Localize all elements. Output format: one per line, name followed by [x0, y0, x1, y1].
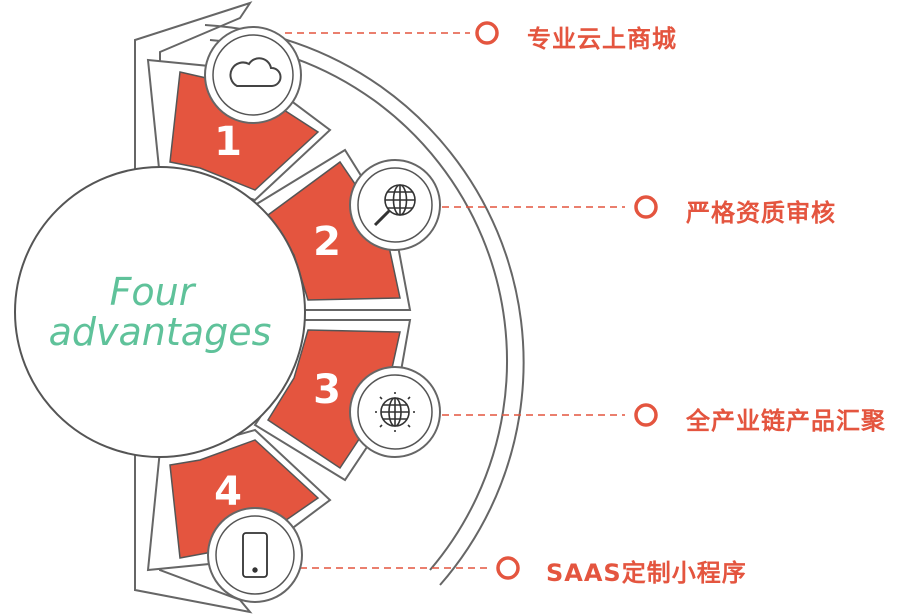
mobile-phone-icon: [242, 532, 268, 578]
segment-2-number: 2: [313, 219, 341, 265]
segment-1-number: 1: [214, 119, 242, 165]
connectors: [285, 32, 625, 569]
globe-search-icon: [373, 184, 416, 227]
connector-dot-3: [634, 403, 658, 427]
connector-dot-4: [496, 556, 520, 580]
segment-3-number: 3: [313, 367, 341, 413]
connector-dot-1: [475, 21, 499, 45]
icon-bubble-4: [207, 507, 303, 603]
globe-icon: [375, 392, 415, 432]
outer-ring: [204, 24, 525, 586]
item-label-4: SAAS定制小程序: [546, 559, 747, 587]
cloud-icon: [229, 57, 282, 87]
icon-bubble-3: [349, 366, 441, 458]
center-title-line2: advantages: [49, 310, 272, 354]
item-label-2: 严格资质审核: [686, 199, 836, 227]
item-label-3: 全产业链产品汇聚: [686, 407, 886, 435]
connector-dot-2: [634, 195, 658, 219]
icon-bubble-1: [204, 26, 302, 124]
icon-bubble-2: [349, 159, 441, 251]
segment-4-number: 4: [214, 469, 242, 515]
segment-1: 1: [146, 58, 332, 202]
center-circle: Four advantages: [14, 166, 306, 458]
center-title-line1: Four: [110, 270, 197, 314]
item-label-1: 专业云上商城: [527, 25, 677, 53]
connector-dots: [475, 21, 658, 580]
